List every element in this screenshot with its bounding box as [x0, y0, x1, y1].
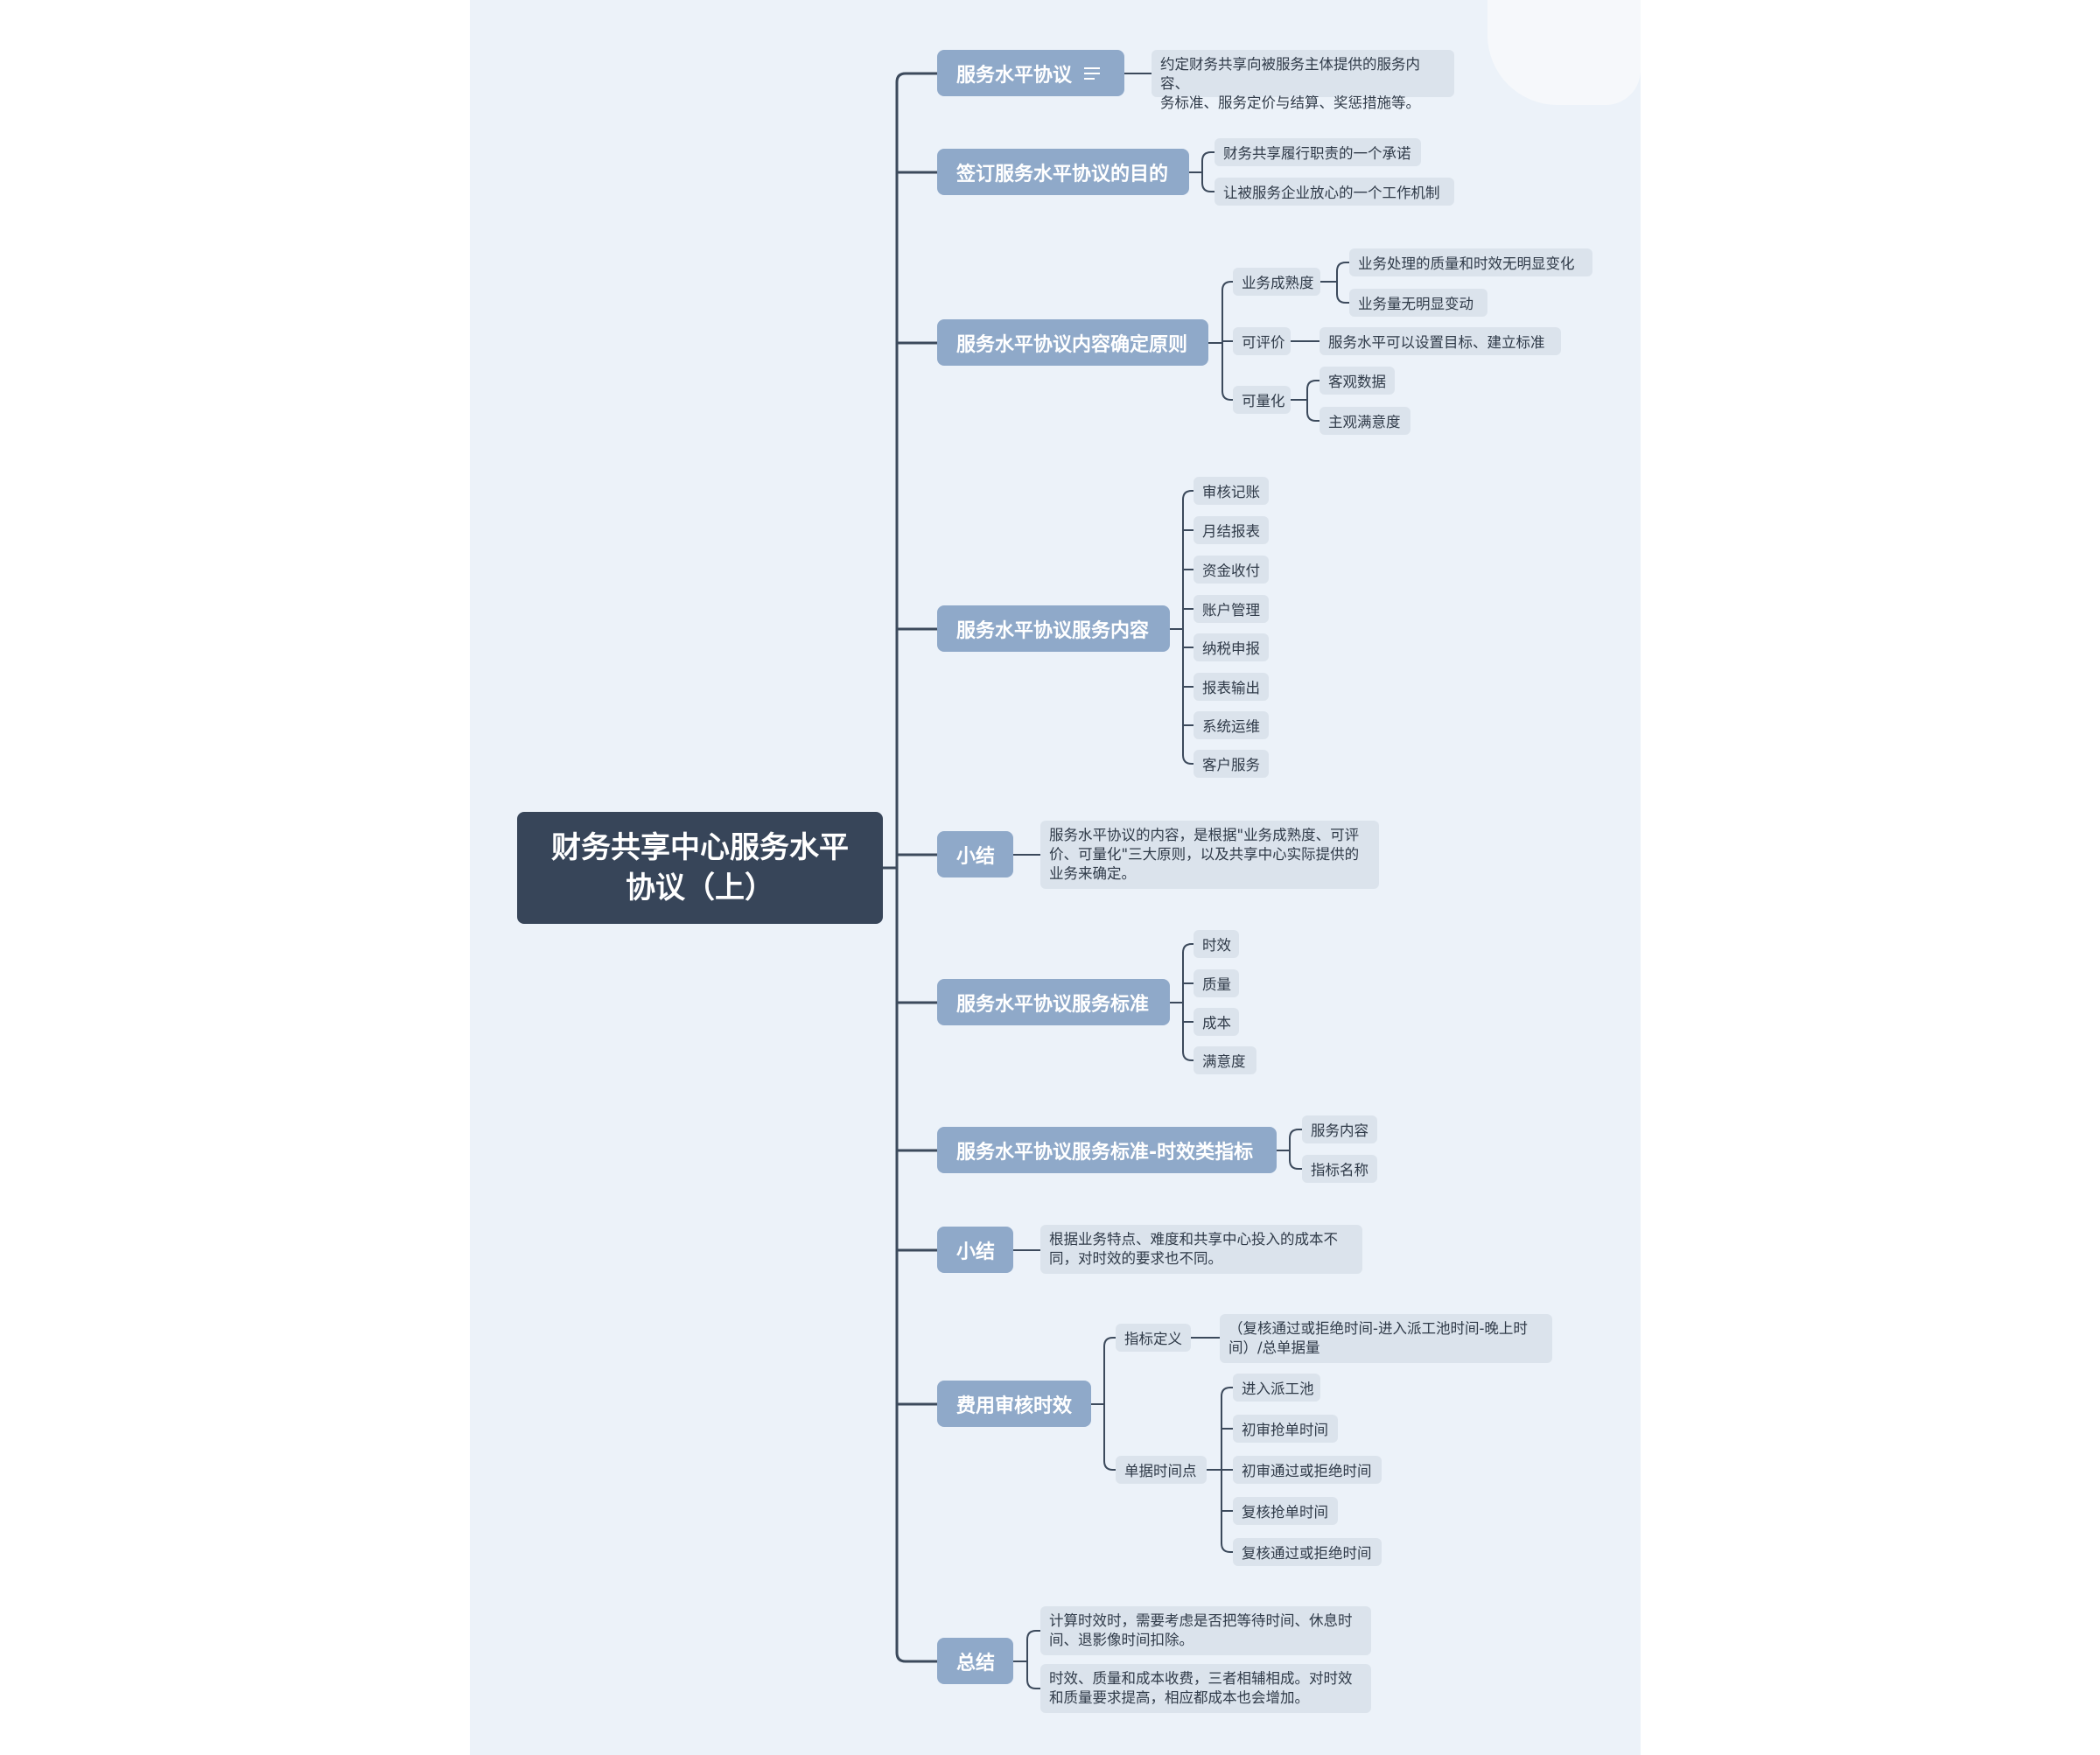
leaf-content-item[interactable]: 月结报表 — [1194, 516, 1269, 544]
topic-label: 小结 — [956, 845, 996, 868]
leaf-subjective-satisfaction[interactable]: 主观满意度 — [1320, 407, 1410, 435]
topic-label: 服务水平协议 — [956, 64, 1073, 87]
connector-line — [1336, 262, 1350, 272]
leaf-timepoint[interactable]: 初审抢单时间 — [1233, 1415, 1338, 1443]
topic-label: 签订服务水平协议的目的 — [956, 163, 1169, 185]
connector-line — [1201, 182, 1215, 192]
topic-service-level-agreement[interactable]: 服务水平协议 — [937, 50, 1124, 96]
leaf-quality-timeliness-stable[interactable]: 业务处理的质量和时效无明显变化 — [1349, 248, 1592, 276]
topic-timeliness-indicator[interactable]: 服务水平协议服务标准-时效类指标 — [937, 1127, 1277, 1173]
leaf-content-item[interactable]: 资金收付 — [1194, 556, 1269, 584]
leaf-standard-item[interactable]: 成本 — [1194, 1008, 1239, 1036]
topic-label: 服务水平协议服务标准 — [956, 993, 1150, 1016]
connector-line — [1182, 490, 1194, 500]
connector-line — [1289, 1159, 1303, 1170]
topic-summary-2[interactable]: 小结 — [937, 1227, 1013, 1273]
sub-indicator-definition[interactable]: 指标定义 — [1116, 1324, 1191, 1352]
topic-label: 小结 — [956, 1241, 996, 1263]
topic-expense-audit-timeliness[interactable]: 费用审核时效 — [937, 1381, 1091, 1427]
connector-line — [1201, 151, 1215, 162]
sub-quantifiable[interactable]: 可量化 — [1233, 386, 1291, 414]
root-title: 财务共享中心服务水平协议（上） — [551, 830, 849, 905]
leaf-standard-item[interactable]: 时效 — [1194, 930, 1239, 958]
leaf-working-mechanism[interactable]: 让被服务企业放心的一个工作机制 — [1214, 178, 1454, 206]
topic-label: 服务水平协议服务内容 — [956, 619, 1150, 642]
note-conclusion-1[interactable]: 计算时效时，需要考虑是否把等待时间、休息时 间、退影像时间扣除。 — [1040, 1606, 1371, 1655]
leaf-timepoint[interactable]: 初审通过或拒绝时间 — [1233, 1456, 1382, 1484]
leaf-content-item[interactable]: 账户管理 — [1194, 595, 1269, 623]
connector-line — [1306, 411, 1320, 422]
leaf-content-item[interactable]: 系统运维 — [1194, 711, 1269, 739]
leaf-objective-data[interactable]: 客观数据 — [1320, 367, 1395, 395]
leaf-timepoint[interactable]: 进入派工池 — [1233, 1374, 1320, 1402]
topic-conclusion[interactable]: 总结 — [937, 1638, 1013, 1684]
corner-watermark — [1488, 0, 1641, 105]
topic-service-content[interactable]: 服务水平协议服务内容 — [937, 605, 1170, 652]
connector-line — [1103, 1460, 1116, 1471]
note-conclusion-2[interactable]: 时效、质量和成本收费，三者相辅相成。对时效 和质量要求提高，相应都成本也会增加。 — [1040, 1664, 1371, 1713]
connector-line — [1289, 1129, 1303, 1139]
note-summary-2[interactable]: 根据业务特点、难度和共享中心投入的成本不 同，对时效的要求也不同。 — [1040, 1225, 1362, 1274]
leaf-volume-stable[interactable]: 业务量无明显变动 — [1349, 289, 1488, 317]
leaf-standard-item[interactable]: 满意度 — [1194, 1046, 1256, 1074]
topic-label: 费用审核时效 — [956, 1395, 1073, 1417]
connector-line — [1336, 293, 1350, 304]
leaf-timepoint[interactable]: 复核抢单时间 — [1233, 1497, 1338, 1525]
connector-line — [1026, 1679, 1041, 1689]
leaf-content-item[interactable]: 审核记账 — [1194, 477, 1269, 505]
notes-icon[interactable] — [1084, 64, 1101, 83]
leaf-timepoint[interactable]: 复核通过或拒绝时间 — [1233, 1538, 1382, 1566]
topic-service-standard[interactable]: 服务水平协议服务标准 — [937, 979, 1170, 1025]
sub-evaluable[interactable]: 可评价 — [1233, 327, 1291, 355]
connector-line — [1103, 1337, 1116, 1347]
topic-label: 服务水平协议服务标准-时效类指标 — [956, 1141, 1254, 1164]
sub-document-timepoints[interactable]: 单据时间点 — [1116, 1456, 1207, 1484]
connector-line — [1221, 1387, 1234, 1397]
connector-line — [1221, 1542, 1234, 1553]
leaf-content-item[interactable]: 报表输出 — [1194, 673, 1269, 701]
connector-line — [1222, 390, 1234, 401]
connector-line — [1306, 380, 1320, 390]
leaf-service-content[interactable]: 服务内容 — [1302, 1115, 1377, 1143]
leaf-content-item[interactable]: 客户服务 — [1194, 750, 1269, 778]
sub-business-maturity[interactable]: 业务成熟度 — [1233, 268, 1320, 296]
connector-line — [1182, 754, 1194, 765]
note-sla-definition[interactable]: 约定财务共享向被服务主体提供的服务内容、 务标准、服务定价与结算、奖惩措施等。 — [1152, 50, 1454, 111]
topic-purpose[interactable]: 签订服务水平协议的目的 — [937, 149, 1189, 195]
leaf-content-item[interactable]: 纳税申报 — [1194, 633, 1269, 661]
connector-line — [1026, 1630, 1041, 1640]
leaf-standard-item[interactable]: 质量 — [1194, 969, 1239, 997]
connector-line — [1222, 281, 1234, 291]
connector-line — [1182, 943, 1194, 954]
connector-line — [1182, 1051, 1194, 1061]
topic-label: 总结 — [956, 1652, 996, 1675]
connector-line — [895, 1651, 939, 1663]
connector-line — [895, 72, 939, 84]
leaf-set-targets[interactable]: 服务水平可以设置目标、建立标准 — [1320, 327, 1561, 355]
topic-principles[interactable]: 服务水平协议内容确定原则 — [937, 319, 1208, 366]
note-summary-1[interactable]: 服务水平协议的内容，是根据"业务成熟度、可评 价、可量化"三大原则，以及共享中心… — [1040, 821, 1379, 889]
root-topic[interactable]: 财务共享中心服务水平协议（上） — [517, 812, 883, 924]
topic-label: 服务水平协议内容确定原则 — [956, 333, 1188, 356]
leaf-indicator-name[interactable]: 指标名称 — [1302, 1155, 1377, 1183]
note-formula[interactable]: （复核通过或拒绝时间-进入派工池时间-晚上时 间）/总单据量 — [1220, 1314, 1552, 1363]
topic-summary-1[interactable]: 小结 — [937, 831, 1013, 878]
leaf-commitment[interactable]: 财务共享履行职责的一个承诺 — [1214, 138, 1421, 166]
